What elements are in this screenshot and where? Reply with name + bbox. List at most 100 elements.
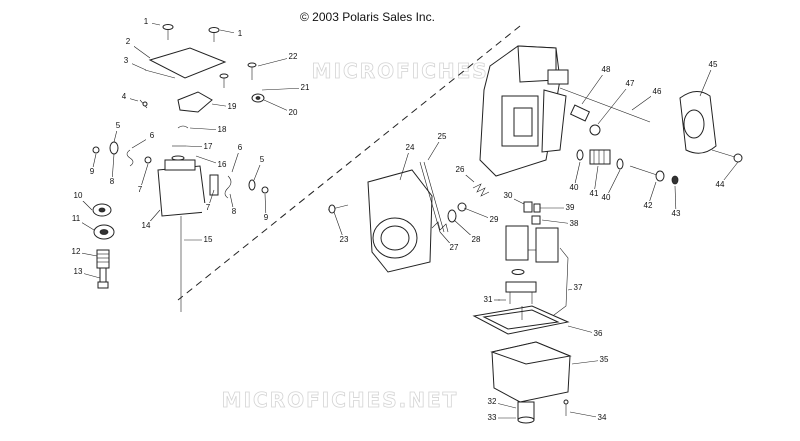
bracket-37 [549,247,569,319]
callout-bg [228,207,240,217]
callout-label: 4 [122,92,127,101]
spring-27 [431,221,449,233]
intake-flange-24 [367,169,433,273]
callout-label: 28 [472,235,481,244]
callout-label: 29 [490,215,499,224]
callout-bg [592,329,604,339]
callout-bg [436,132,448,142]
callout-bg [287,108,299,118]
callout-bg [234,143,246,153]
callout-bg [486,413,498,423]
callout-label: 23 [340,235,349,244]
callout-bg [112,121,124,131]
callout-label: 41 [590,189,599,198]
callout-label: 7 [138,185,143,194]
drain-plug-33 [517,401,535,424]
callout-label: 3 [124,56,129,65]
callout-leader [581,69,607,105]
callout-label: 32 [488,397,497,406]
callout-label: 8 [110,177,115,186]
float-bowl-35 [490,341,572,403]
callout-label: 16 [218,160,227,169]
clip-7-left [144,156,152,164]
callout-bg [118,92,130,102]
callout-bg [287,52,299,62]
callout-bg [70,214,82,224]
callout-bg [588,189,600,199]
callout-label: 45 [709,60,718,69]
callout-label: 20 [289,108,298,117]
callout-bg [572,283,584,293]
cap-47 [589,124,601,136]
callout-label: 19 [228,102,237,111]
callout-label: 47 [626,79,635,88]
callout-leader [399,147,411,181]
callout-label: 5 [116,121,121,130]
callout-label: 30 [504,191,513,200]
callout-label: 7 [206,203,211,212]
callout-bg [216,125,228,135]
callout-label: 43 [672,209,681,218]
cap-11 [93,224,115,240]
bolt-23 [327,204,349,214]
spring-26 [472,183,490,197]
callout-label: 6 [238,143,243,152]
callout-label: 31 [484,295,493,304]
callout-bg [642,201,654,211]
callout-bg [299,83,311,93]
callout-label: 42 [644,201,653,210]
callout-label: 21 [301,83,310,92]
screw-21 [219,73,229,88]
callout-bg [448,243,460,253]
callout-label: 36 [594,329,603,338]
washer-9-right [261,186,269,194]
callout-label: 15 [204,235,213,244]
callout-label: 33 [488,413,497,422]
washer-5-left [109,141,119,155]
callout-bg [256,155,268,165]
screw-1a [162,24,174,40]
callout-bg [600,65,612,75]
screw-29 [457,202,467,212]
washer-40a [576,149,584,161]
callout-label: 2 [126,37,131,46]
needle-valve [511,269,525,275]
callout-label: 10 [74,191,83,200]
callout-bg [707,60,719,70]
callout-label: 1 [144,17,149,26]
callout-bg [714,180,726,190]
callout-bg [202,235,214,245]
washer-16 [171,155,185,161]
callout-label: 1 [238,29,243,38]
bolt-13 [97,267,109,289]
callout-label: 9 [90,167,95,176]
callout-bg [234,29,246,39]
callout-label: 12 [72,247,81,256]
callout-bg [202,203,214,213]
throttle-slide-14 [157,159,207,217]
callout-bg [564,203,576,213]
connector-48 [569,104,591,122]
o-ring-43 [671,175,679,185]
jet-30 [523,201,533,213]
callout-bg [470,235,482,245]
callout-label: 22 [289,52,298,61]
callout-bg [596,413,608,423]
callout-label: 11 [72,214,81,223]
washer-28 [447,209,457,223]
idle-screw-42 [629,165,665,182]
bowl-gasket-36 [472,305,570,335]
callout-label: 17 [204,142,213,151]
spring-41 [589,149,611,165]
jet-39 [533,203,541,213]
callout-label: 46 [653,87,662,96]
callout-label: 44 [716,180,725,189]
callout-label: 48 [602,65,611,74]
screw-22 [247,62,257,80]
callout-label: 27 [450,243,459,252]
carburetor-body [479,45,569,177]
callout-bg [216,160,228,170]
callout-bg [202,142,214,152]
callout-label: 6 [150,131,155,140]
callout-bg [120,56,132,66]
